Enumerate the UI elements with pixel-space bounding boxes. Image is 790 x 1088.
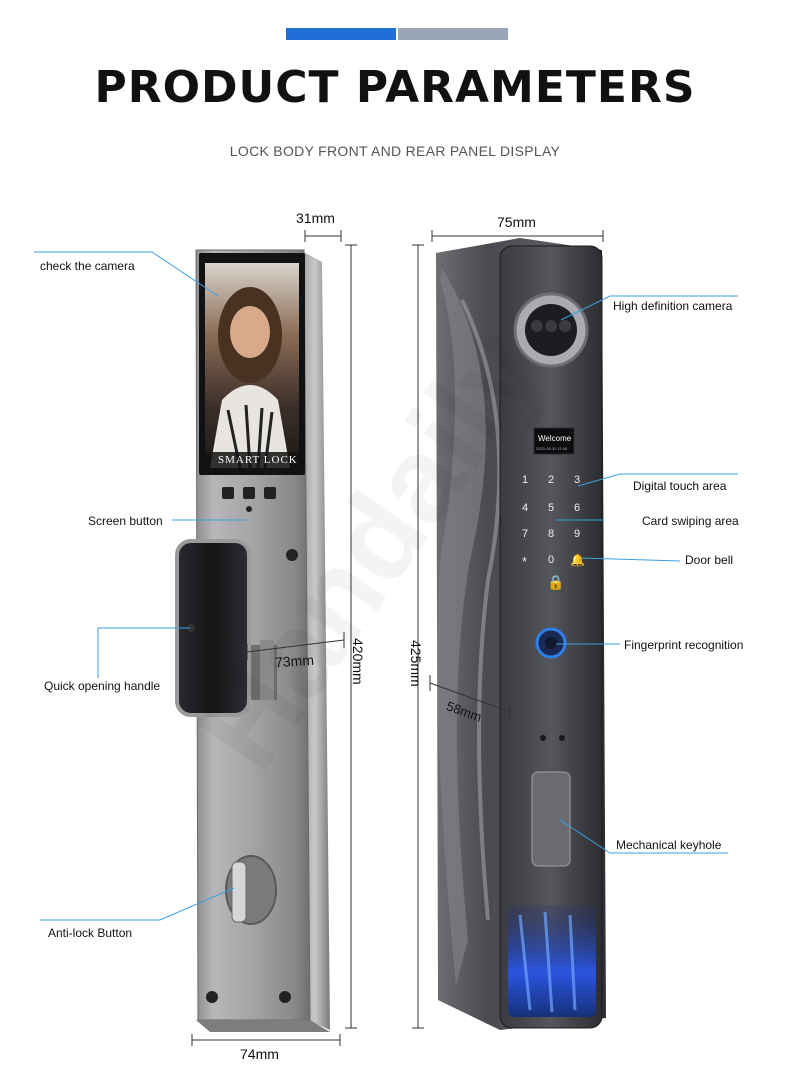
key-7[interactable]: 7 xyxy=(522,528,529,540)
key-8[interactable]: 8 xyxy=(548,528,555,540)
key-3[interactable]: 3 xyxy=(574,474,581,486)
key-9[interactable]: 9 xyxy=(574,528,581,540)
header-accent-blue xyxy=(286,28,396,40)
page-subtitle: LOCK BODY FRONT AND REAR PANEL DISPLAY xyxy=(229,143,561,159)
callout-anti-lock: Anti-lock Button xyxy=(48,926,133,940)
lock-icon[interactable]: 🔒 xyxy=(547,574,565,590)
rear-display-date: 2025-05-30 11:56 xyxy=(536,446,568,451)
callout-digital-touch: Digital touch area xyxy=(633,479,727,493)
callout-door-bell: Door bell xyxy=(685,553,734,567)
callout-keyhole: Mechanical keyhole xyxy=(616,838,722,852)
door-bell-icon[interactable]: 🔔 xyxy=(570,553,585,567)
callout-check-camera: check the camera xyxy=(40,259,135,273)
key-0[interactable]: 0 xyxy=(548,554,555,566)
dim-rear-height: 425mm xyxy=(408,640,424,687)
dim-front-width-bottom: 74mm xyxy=(240,1046,279,1062)
header-accent-gray xyxy=(398,28,508,40)
callout-fingerprint: Fingerprint recognition xyxy=(624,638,744,652)
rear-display-welcome: Welcome xyxy=(538,434,572,443)
key-4[interactable]: 4 xyxy=(522,502,529,514)
key-6[interactable]: 6 xyxy=(574,502,581,514)
key-5[interactable]: 5 xyxy=(548,502,555,514)
dim-rear-width-top: 75mm xyxy=(497,214,536,230)
callout-hd-camera: High definition camera xyxy=(613,299,733,313)
dim-front-width-top: 31mm xyxy=(296,210,335,226)
dim-front-height: 420mm xyxy=(350,638,366,685)
callout-quick-handle: Quick opening handle xyxy=(44,679,161,693)
callout-card-swipe: Card swiping area xyxy=(642,514,739,528)
screen-caption: SMART LOCK xyxy=(218,454,298,466)
key-hash[interactable]: # xyxy=(574,554,581,566)
page-title: PRODUCT PARAMETERS xyxy=(94,62,696,113)
key-1[interactable]: 1 xyxy=(522,474,529,486)
callout-screen-button: Screen button xyxy=(88,514,163,528)
key-2[interactable]: 2 xyxy=(548,474,555,486)
key-star[interactable]: * xyxy=(522,554,528,569)
dim-front-handle-depth: 73mm xyxy=(274,651,315,671)
